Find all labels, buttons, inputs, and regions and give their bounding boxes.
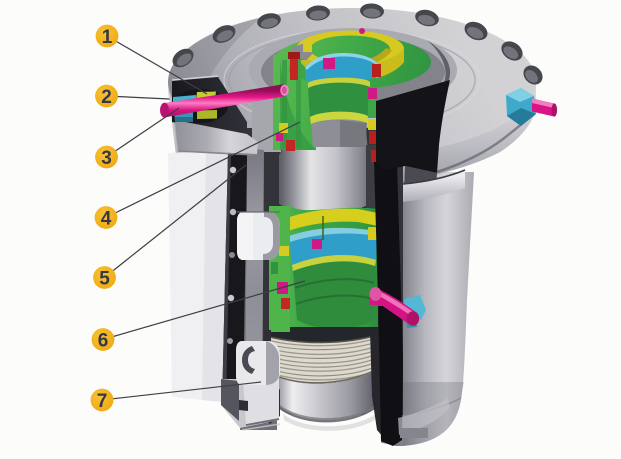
svg-text:1: 1	[102, 27, 113, 48]
svg-text:7: 7	[97, 391, 108, 412]
svg-text:4: 4	[101, 208, 112, 229]
svg-text:6: 6	[98, 330, 109, 351]
svg-text:2: 2	[101, 87, 112, 108]
svg-text:3: 3	[101, 148, 112, 169]
svg-text:5: 5	[99, 268, 110, 289]
